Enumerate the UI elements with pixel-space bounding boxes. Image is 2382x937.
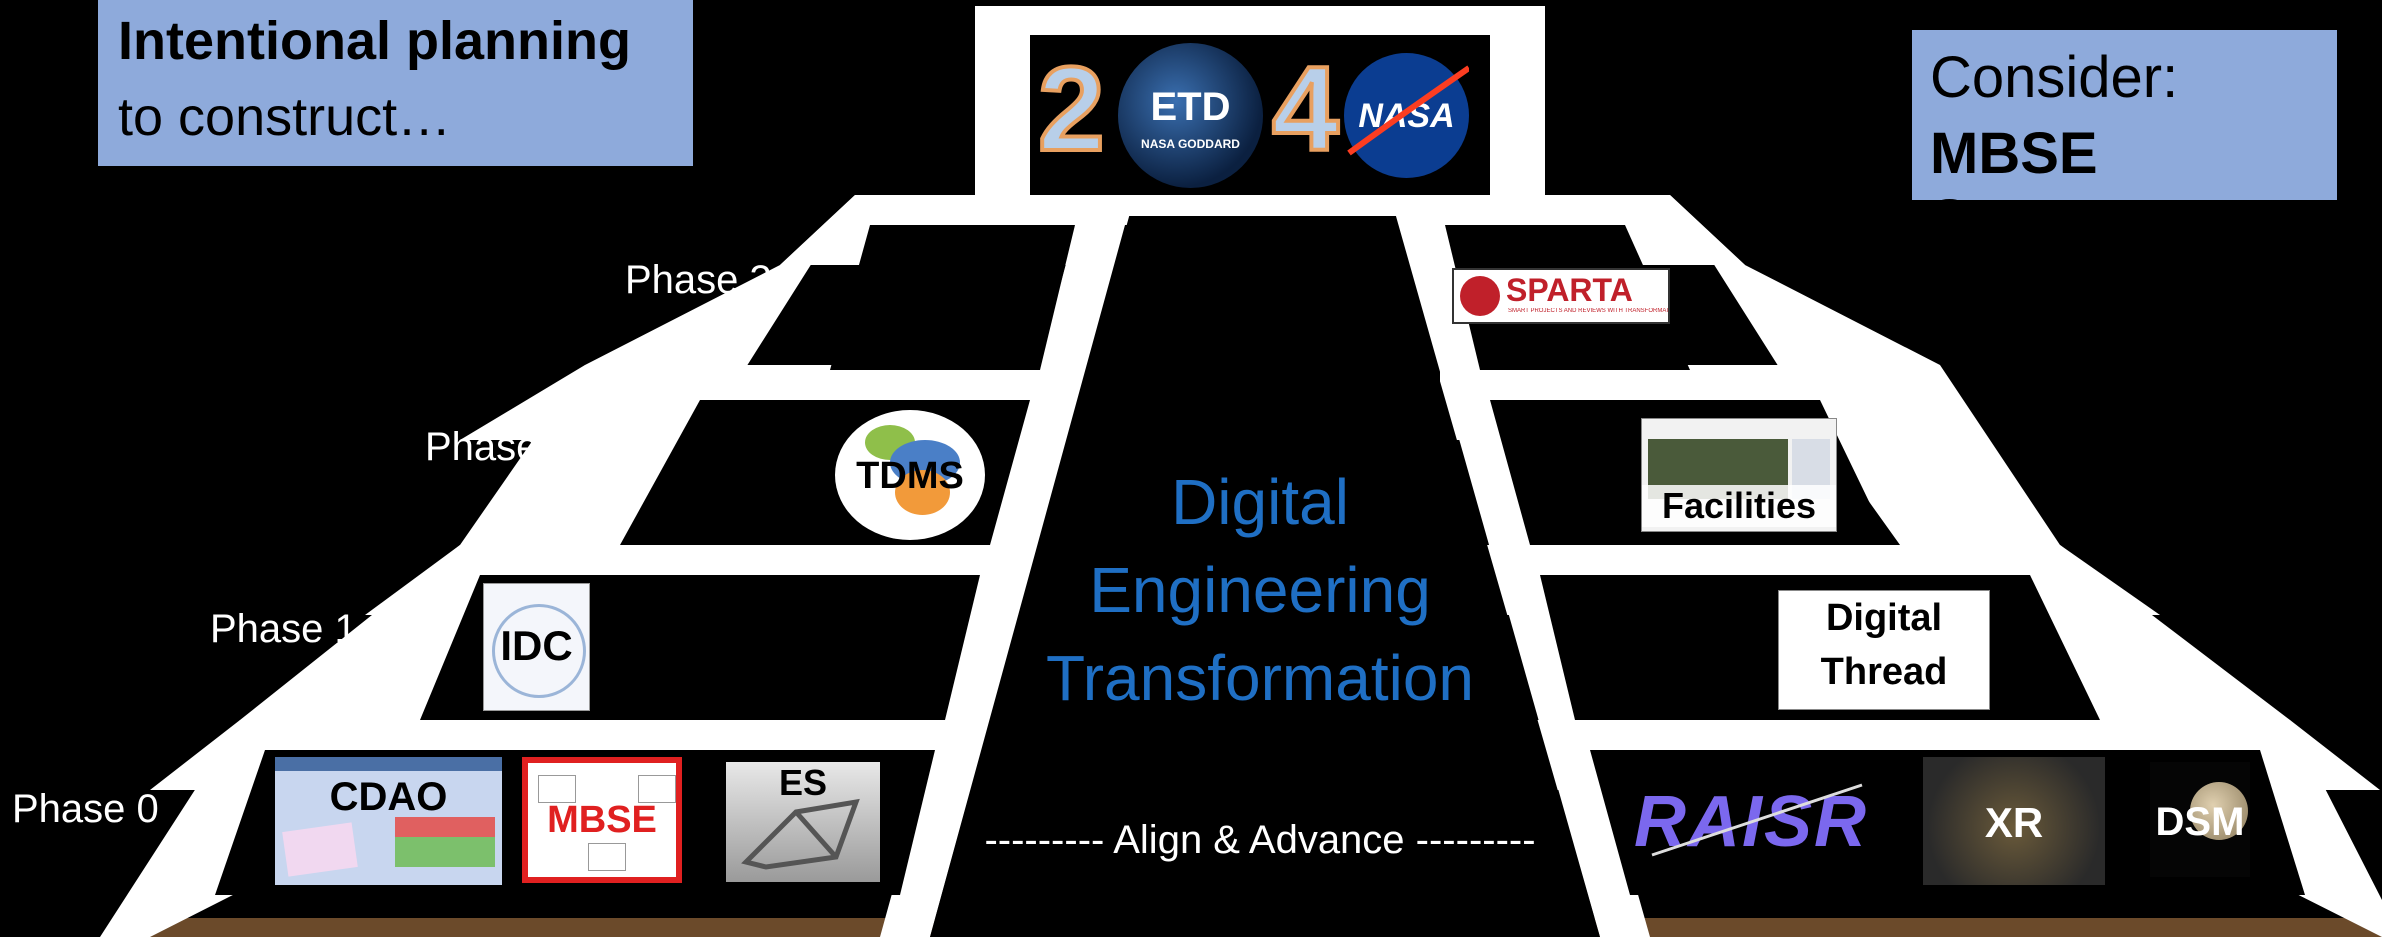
planning-callout-text: to construct… [118,87,452,147]
digital-thread-label-1: Digital [1825,597,1943,639]
center-title-line3: Transformation [1046,642,1474,714]
tdms-block: TDMS [835,410,985,540]
nasa-logo-label: NASA [1358,97,1455,135]
raisr-slash-icon [1651,783,1863,857]
logo-digit-2: 2 [1036,40,1107,178]
phase-1-label: Phase 1 [210,607,357,651]
phase-2-label: Phase 2 [425,425,572,469]
etd-nasa-logo: 2 ETD NASA GODDARD 4 NASA [1030,35,1490,195]
nasa-meatball-icon: NASA [1344,53,1469,178]
center-title-line1: Digital [1171,466,1349,538]
digital-thread-label-2: Thread [1820,651,1948,693]
nasa-swoosh-icon [1347,65,1469,156]
planning-callout: Intentional planning to construct… [98,0,693,166]
consider-callout: Consider: MBSE Strategy [1912,30,2337,253]
sparta-helmet-icon [1460,276,1500,316]
xr-label: XR [1984,799,2044,846]
phase-0-label: Phase 0 [12,787,159,831]
es-structure-icon [741,798,860,870]
dsm-label: DSM [2155,800,2245,844]
consider-callout-text: MBSE Strategy [1930,121,2163,253]
digital-thread-block: Digital Thread [1778,590,1990,710]
facilities-block: Facilities [1641,418,1837,532]
tdms-label: TDMS [856,455,964,497]
es-label: ES [778,762,828,803]
etd-seal-icon: ETD NASA GODDARD [1118,43,1263,188]
sparta-label: SPARTA [1506,272,1633,308]
facilities-label: Facilities [1642,485,1836,527]
etd-seal-sub: NASA GODDARD [1141,137,1240,151]
mbse-block: MBSE [522,757,682,883]
idc-block: IDC [483,583,590,711]
logo-digit-4: 4 [1270,40,1341,178]
consider-callout-title: Consider: [1930,45,2179,110]
raisr-block: RAISR [1632,775,1882,865]
dsm-block: DSM [2150,762,2250,877]
cdao-label: CDAO [329,775,448,819]
xr-block: XR [1923,757,2105,885]
sparta-subtitle: SMART PROJECTS AND REVIEWS WITH TRANSFOR… [1508,308,1668,314]
sparta-block: SPARTA SMART PROJECTS AND REVIEWS WITH T… [1452,268,1670,324]
planning-callout-title: Intentional planning [118,11,631,71]
mbse-label: MBSE [547,799,657,841]
cdao-block: CDAO [275,757,502,885]
etd-seal-label: ETD [1150,85,1231,129]
center-title-line2: Engineering [1089,554,1431,626]
center-title: Digital Engineering Transformation [1020,458,1500,722]
phase-3-label: Phase 3 [625,258,772,302]
idc-label: IDC [500,622,573,669]
align-advance-label: --------- Align & Advance --------- [984,818,1536,862]
dsm-planet-icon [2190,782,2248,840]
es-block: ES [726,762,880,882]
